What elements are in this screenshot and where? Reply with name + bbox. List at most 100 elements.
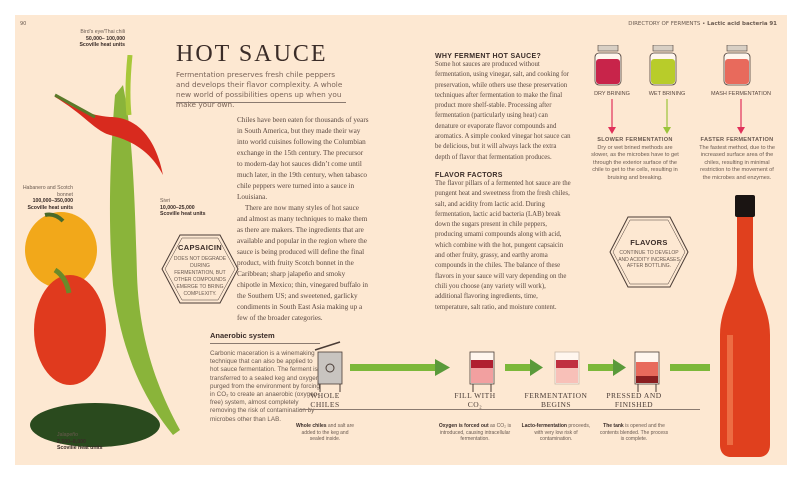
capsaicin-title: CAPSAICIN (178, 243, 222, 252)
pepper-range: 2,500–8,000 (57, 438, 86, 445)
arrow-down-icon (663, 99, 671, 134)
step-title: FILL WITH (454, 391, 496, 400)
pepper-unit: Scoville heat units (27, 204, 73, 211)
why-text: Some hot sauces are produced without fer… (435, 61, 571, 161)
jar-label: WET BRINING (648, 91, 686, 97)
keg-icon (314, 341, 343, 392)
pepper-name: Bird’s eye/Thai chili (80, 29, 125, 35)
chapter-name: Lactic acid bacteria (707, 21, 768, 27)
habanero (25, 212, 97, 288)
page-number-left: 90 (20, 21, 27, 27)
running-header: DIRECTORY OF FERMENTS • Lactic acid bact… (628, 21, 777, 27)
jar-dry-brining: DRY BRINING (572, 44, 652, 97)
slower-text: Dry or wet brined methods are slower, as… (591, 144, 679, 181)
hot-sauce-bottle (720, 195, 770, 457)
pepper-range: 100,000–350,000 (32, 198, 73, 204)
keg-co2-icon (469, 351, 495, 392)
arrow-icons (608, 99, 745, 134)
pepper-unit: Scoville heat units (57, 445, 103, 451)
jar-wet-brining: WET BRINING (627, 44, 707, 97)
green-arrow-icon (670, 364, 710, 371)
pepper-name: Habanero and Scotch bonnet (22, 185, 73, 198)
step-text: as CO₂ is introduced, causing intracellu… (439, 423, 512, 442)
arrow-down-icon (737, 99, 745, 134)
slower-heading: SLOWER FERMENTATION (597, 137, 673, 143)
keg-fermenting-icon (554, 351, 580, 385)
sivri-pepper (109, 85, 180, 435)
green-arrow-icon (588, 359, 626, 376)
book-spread: 90 DIRECTORY OF FERMENTS • Lactic acid b… (15, 15, 787, 465)
pepper-range: 10,000–25,000 (160, 204, 195, 211)
jar-icon (594, 44, 622, 86)
bullet: • (702, 21, 706, 27)
arrow-down-icon (608, 99, 616, 134)
pepper-name: Sivri (160, 198, 171, 204)
peppers-illustration (25, 55, 180, 447)
intro-body: Chiles have been eaten for thousands of … (237, 115, 370, 324)
page-title: HOT SAUCE (176, 41, 328, 67)
pepper-name: Jalapeño (57, 432, 79, 438)
faster-heading: FASTER FERMENTATION (700, 137, 774, 143)
hexagon-icon (161, 234, 239, 304)
step-title: PRESSED AND (606, 391, 662, 400)
flavor-factors-text: The flavor pillars of a fermented hot sa… (435, 179, 571, 311)
jalapeno (30, 403, 160, 447)
step-title: WHOLE (310, 391, 340, 400)
step-text: is opened and the contents blended. The … (599, 423, 669, 442)
process-illustration (314, 341, 710, 392)
why-heading: WHY FERMENT HOT SAUCE? (435, 53, 542, 60)
capsaicin-callout: CAPSAICIN DOES NOT DEGRADE DURING FERMEN… (170, 243, 230, 298)
step-bold: Oxygen is forced out (438, 423, 489, 429)
flavor-factors-heading: FLAVOR FACTORS (435, 171, 503, 179)
keg-pressed-icon (634, 351, 660, 392)
anaerobic-section: Anaerobic system Carbonic maceration is … (210, 331, 320, 424)
flavors-title: FLAVORS (630, 238, 668, 247)
why-ferment-section: WHY FERMENT HOT SAUCE? Some hot sauces a… (435, 53, 571, 313)
step-title: CHILES (310, 400, 340, 409)
flavors-callout: FLAVORS CONTINUE TO DEVELOP AND ACIDITY … (618, 238, 680, 270)
jar-label: DRY BRINING (594, 91, 630, 97)
jar-icon (723, 44, 751, 86)
step-title: FERMENTATION (524, 391, 588, 400)
slower-fermentation: SLOWER FERMENTATION Dry or wet brined me… (590, 137, 680, 182)
jar-label: MASH FERMENTATION (711, 91, 771, 97)
page-number-right: 91 (769, 21, 777, 27)
step-text: proceeds, with very low risk of contamin… (534, 423, 591, 442)
hexagon-icon (609, 216, 689, 288)
faster-fermentation: FASTER FERMENTATION The fastest method, … (697, 137, 777, 182)
faster-text: The fastest method, due to the increased… (699, 144, 775, 181)
step-bold: The tank (603, 423, 624, 429)
green-arrow-icon (350, 359, 450, 376)
timeline-rule (300, 409, 700, 410)
step-title: CO₂ (467, 400, 483, 409)
scotch-bonnet (34, 275, 106, 385)
body-paragraph: Chiles have been eaten for thousands of … (237, 116, 369, 201)
anaerobic-heading: Anaerobic system (210, 331, 320, 344)
thai-chili (55, 95, 163, 175)
capsaicin-text: DOES NOT DEGRADE DURING FERMENTATION, BU… (173, 256, 227, 297)
jar-mash-fermentation: MASH FERMENTATION (701, 44, 781, 97)
step-bold: Whole chiles (295, 423, 327, 429)
pepper-range: 50,000– 100,000 (86, 35, 125, 42)
pepper-unit: Scoville heat units (160, 211, 206, 217)
flavors-text: CONTINUE TO DEVELOP AND ACIDITY INCREASE… (618, 250, 680, 269)
step-bold: Lacto-fermentation (521, 423, 567, 429)
green-arrow-icon (505, 359, 543, 376)
step-title: FINISHED (614, 400, 654, 409)
anaerobic-text: Carbonic maceration is a winemaking tech… (210, 350, 320, 423)
pepper-unit: Scoville heat units (79, 42, 125, 48)
body-paragraph: There are now many styles of hot sauce a… (237, 204, 369, 322)
section-name: DIRECTORY OF FERMENTS (628, 21, 701, 27)
lede: Fermentation preserves fresh chile peppe… (176, 70, 343, 109)
step-title: BEGINS (540, 400, 572, 409)
jar-icon (649, 44, 677, 86)
divider (176, 102, 346, 103)
